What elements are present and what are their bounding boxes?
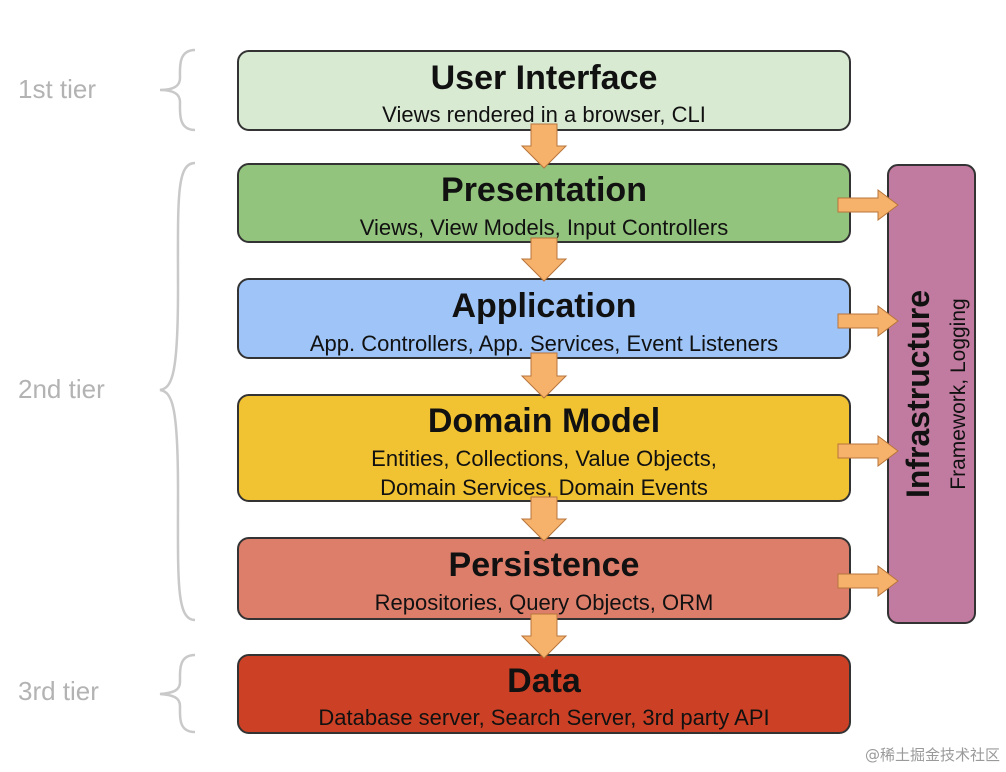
- arrow-right-domain-to-infrastructure: [837, 435, 899, 467]
- layer-description: Views, View Models, Input Controllers: [360, 215, 728, 240]
- layer-description: Views rendered in a browser, CLI: [382, 102, 706, 127]
- infrastructure-box: [887, 164, 976, 624]
- layer-description: Repositories, Query Objects, ORM: [375, 590, 714, 615]
- brace-tier-2: [159, 161, 196, 622]
- tier-label-3: 3rd tier: [18, 676, 99, 706]
- layer-title: Application: [451, 287, 636, 325]
- infrastructure-subtitle: Framework, Logging: [947, 298, 970, 489]
- watermark: @稀土掘金技术社区: [865, 746, 1000, 764]
- arrow-right-presentation-to-infrastructure: [837, 189, 899, 221]
- tier-label-1: 1st tier: [18, 74, 96, 104]
- arrow-down-persistence-to-data: [520, 613, 568, 659]
- layer-application: Application App. Controllers, App. Servi…: [237, 278, 851, 359]
- brace-tier-3: [159, 653, 196, 734]
- brace-tier-1: [159, 48, 196, 132]
- tier-label-2: 2nd tier: [18, 374, 105, 404]
- layer-description: App. Controllers, App. Services, Event L…: [310, 331, 778, 356]
- layer-title: Data: [507, 662, 582, 700]
- layer-title: Persistence: [449, 546, 640, 584]
- layer-presentation: Presentation Views, View Models, Input C…: [237, 163, 851, 243]
- arrow-down-domain-to-persistence: [520, 496, 568, 542]
- infrastructure-title: Infrastructure: [900, 290, 936, 498]
- arrow-down-presentation-to-application: [520, 237, 568, 282]
- arrow-down-ui-to-presentation: [520, 123, 568, 169]
- layer-domain-model: Domain Model Entities, Collections, Valu…: [237, 394, 851, 502]
- layer-data: Data Database server, Search Server, 3rd…: [237, 654, 851, 734]
- layer-title: Domain Model: [428, 402, 660, 440]
- layer-title: Presentation: [441, 171, 647, 209]
- layer-user-interface: User Interface Views rendered in a brows…: [237, 50, 851, 131]
- layer-title: User Interface: [431, 59, 658, 97]
- arrow-down-application-to-domain: [520, 352, 568, 399]
- layer-description-line-1: Entities, Collections, Value Objects,: [371, 446, 717, 471]
- layer-persistence: Persistence Repositories, Query Objects,…: [237, 537, 851, 620]
- arrow-right-application-to-infrastructure: [837, 305, 899, 337]
- layer-description-line-2: Domain Services, Domain Events: [380, 475, 708, 500]
- layer-description: Database server, Search Server, 3rd part…: [318, 705, 769, 730]
- arrow-right-persistence-to-infrastructure: [837, 565, 899, 597]
